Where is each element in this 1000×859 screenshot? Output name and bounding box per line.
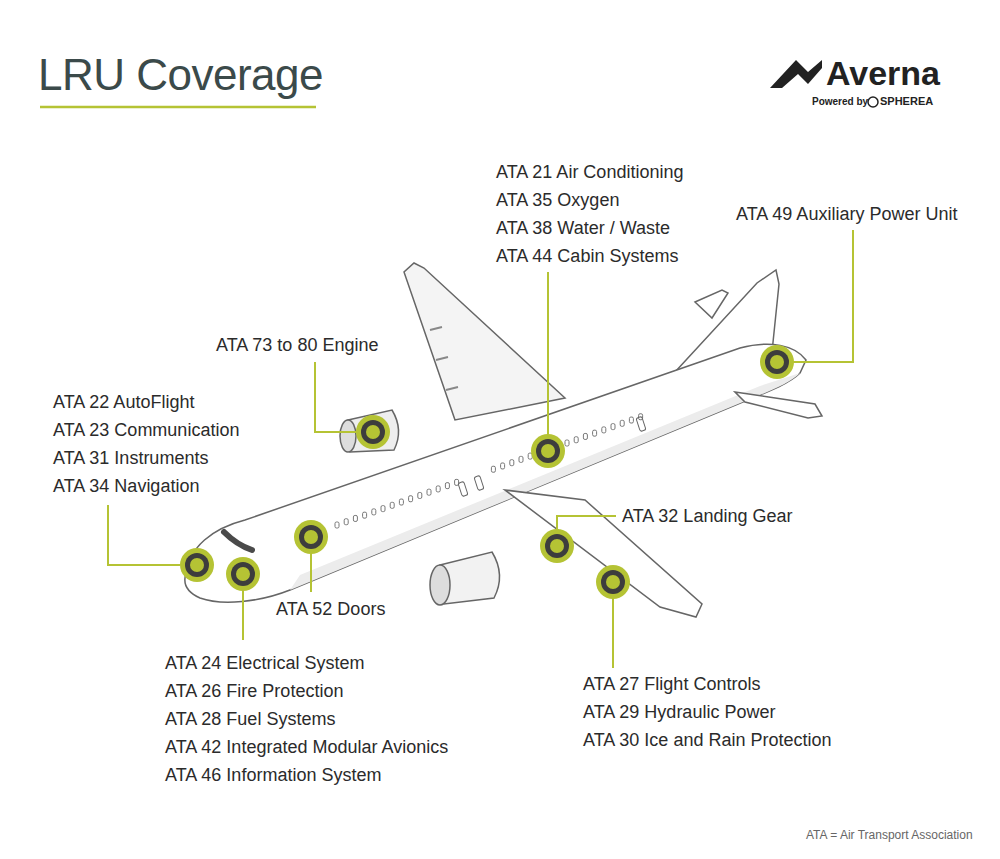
ata-label: ATA 49 Auxiliary Power Unit	[736, 203, 957, 225]
engine-intake	[430, 565, 450, 605]
callout-marker	[601, 570, 625, 594]
logo-partner: SPHEREA	[880, 95, 933, 108]
window	[491, 466, 495, 472]
callout-marker	[541, 444, 555, 458]
title-underline	[40, 106, 316, 109]
callout-marker	[606, 575, 620, 589]
near-stabilizer	[735, 392, 822, 418]
window	[344, 519, 348, 525]
ata-label: ATA 29 Hydraulic Power	[583, 701, 775, 723]
callout-marker	[770, 355, 784, 369]
leader-line	[310, 553, 312, 592]
callout-marker	[180, 548, 214, 582]
leader-line	[612, 598, 614, 668]
ata-label: ATA 42 Integrated Modular Avionics	[165, 736, 448, 758]
window	[363, 512, 367, 518]
window	[510, 460, 514, 466]
window	[574, 437, 578, 443]
callout-marker	[304, 530, 318, 544]
callout-marker	[540, 529, 574, 563]
window	[335, 522, 339, 528]
leader-line	[557, 516, 616, 530]
logo-name: Averna	[826, 53, 940, 94]
ata-label: ATA 27 Flight Controls	[583, 673, 760, 695]
ata-label: ATA 34 Navigation	[53, 475, 199, 497]
door	[458, 481, 468, 496]
window	[620, 420, 624, 426]
callout-marker	[294, 520, 328, 554]
window	[418, 492, 422, 498]
window	[381, 506, 385, 512]
callout-marker	[550, 539, 564, 553]
cockpit-window	[224, 532, 252, 550]
window	[565, 440, 569, 446]
ata-label: ATA 23 Communication	[53, 419, 239, 441]
callout-marker	[226, 557, 260, 591]
callout-markers	[180, 345, 794, 599]
ata-label: ATA 46 Information System	[165, 764, 381, 786]
ata-label: ATA 52 Doors	[276, 598, 385, 620]
window	[583, 433, 587, 439]
ata-label: ATA 30 Ice and Rain Protection	[583, 729, 831, 751]
engine-intake	[340, 420, 356, 452]
window	[629, 417, 633, 423]
fuselage-shade	[290, 373, 800, 590]
callout-marker	[299, 525, 323, 549]
window	[372, 509, 376, 515]
ata-label: ATA 73 to 80 Engine	[216, 334, 378, 356]
ata-label: ATA 26 Fire Protection	[165, 680, 343, 702]
callout-marker	[236, 567, 250, 581]
window	[353, 515, 357, 521]
window	[409, 496, 413, 502]
window	[602, 427, 606, 433]
callout-marker	[361, 420, 385, 444]
logo-powered: Powered by	[812, 96, 868, 108]
callout-marker	[531, 434, 565, 468]
sphere-icon	[868, 97, 878, 107]
leader-lines	[108, 230, 853, 668]
window	[399, 499, 403, 505]
logo-mark	[770, 60, 822, 88]
ata-label: ATA 22 AutoFlight	[53, 391, 194, 413]
ata-label: ATA 35 Oxygen	[496, 189, 619, 211]
ata-label: ATA 28 Fuel Systems	[165, 708, 335, 730]
callout-marker	[185, 553, 209, 577]
window	[519, 456, 523, 462]
callout-marker	[366, 425, 380, 439]
leader-line	[315, 362, 357, 432]
ata-label: ATA 44 Cabin Systems	[496, 245, 678, 267]
window	[445, 483, 449, 489]
leader-line	[242, 590, 244, 640]
callout-marker	[545, 534, 569, 558]
callout-marker	[760, 345, 794, 379]
flap-tracks	[430, 327, 458, 390]
callout-marker	[536, 439, 560, 463]
window	[427, 489, 431, 495]
far-stabilizer	[695, 290, 728, 318]
title: LRU Coverage	[38, 48, 323, 102]
ata-label: ATA 31 Instruments	[53, 447, 208, 469]
callout-marker	[356, 415, 390, 449]
window	[593, 430, 597, 436]
ata-label: ATA 21 Air Conditioning	[496, 161, 683, 183]
footnote: ATA = Air Transport Association	[806, 828, 973, 842]
window	[390, 502, 394, 508]
window	[611, 424, 615, 430]
leader-line	[108, 505, 180, 565]
far-wing	[404, 263, 565, 420]
callout-marker	[190, 558, 204, 572]
door	[636, 416, 646, 431]
window	[501, 463, 505, 469]
window	[436, 486, 440, 492]
callout-marker	[596, 565, 630, 599]
door	[474, 475, 484, 490]
callout-marker	[231, 562, 255, 586]
leader-line	[547, 272, 549, 435]
ata-label: ATA 24 Electrical System	[165, 652, 364, 674]
callout-marker	[765, 350, 789, 374]
leader-line	[793, 230, 853, 362]
ata-label: ATA 32 Landing Gear	[622, 505, 792, 527]
ata-label: ATA 38 Water / Waste	[496, 217, 670, 239]
